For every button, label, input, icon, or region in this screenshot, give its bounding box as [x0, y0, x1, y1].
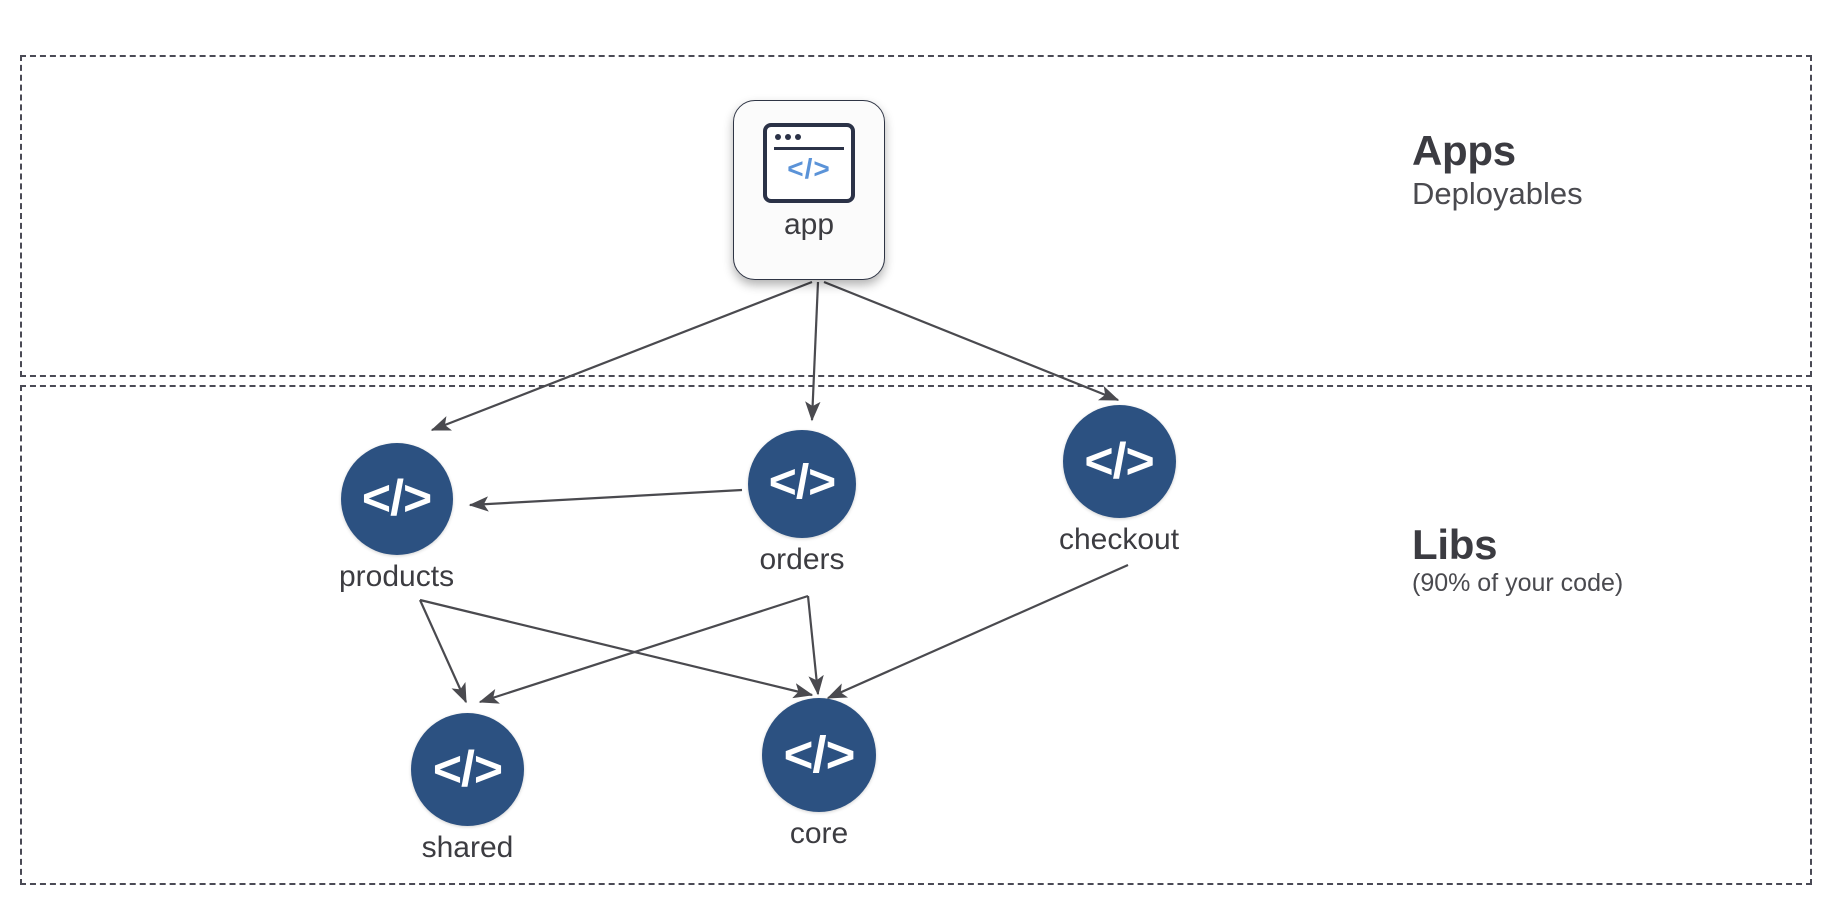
code-brackets-icon: </> — [783, 725, 856, 783]
zone-subtitle-libs: (90% of your code) — [1412, 569, 1624, 598]
browser-window-icon: </> — [763, 123, 855, 203]
node-label-core: core — [789, 817, 849, 850]
zone-caption-apps: Apps Deployables — [1412, 128, 1583, 215]
zone-subtitle-apps: Deployables — [1412, 176, 1583, 212]
lib-circle-orders: </> — [748, 430, 856, 538]
lib-circle-core: </> — [762, 698, 876, 812]
node-label-checkout: checkout — [1059, 523, 1180, 556]
node-core[interactable]: </> core — [762, 698, 876, 850]
zone-apps — [20, 55, 1812, 377]
lib-circle-checkout: </> — [1062, 405, 1176, 518]
node-label-products: products — [339, 560, 455, 593]
code-brackets-icon: </> — [361, 470, 432, 526]
node-products[interactable]: </> products — [339, 443, 454, 593]
code-brackets-icon: </> — [787, 153, 831, 184]
code-brackets-icon: </> — [1084, 432, 1154, 489]
node-shared[interactable]: </> shared — [411, 713, 524, 864]
node-label-orders: orders — [759, 543, 845, 576]
code-brackets-icon: </> — [768, 456, 836, 509]
zone-title-libs: Libs — [1412, 521, 1498, 568]
window-divider — [774, 147, 844, 150]
node-orders[interactable]: </> orders — [748, 430, 856, 576]
code-brackets-icon: </> — [432, 740, 503, 797]
node-app[interactable]: </> app — [733, 100, 885, 280]
lib-circle-shared: </> — [411, 713, 524, 826]
node-label-shared: shared — [421, 831, 514, 864]
zone-libs — [20, 385, 1812, 885]
window-dots-icon — [775, 134, 801, 140]
zone-caption-libs: Libs (90% of your code) — [1412, 522, 1623, 601]
node-checkout[interactable]: </> checkout — [1059, 405, 1179, 556]
zone-title-apps: Apps — [1412, 127, 1516, 174]
lib-circle-products: </> — [340, 443, 453, 555]
node-label-app: app — [783, 208, 835, 241]
